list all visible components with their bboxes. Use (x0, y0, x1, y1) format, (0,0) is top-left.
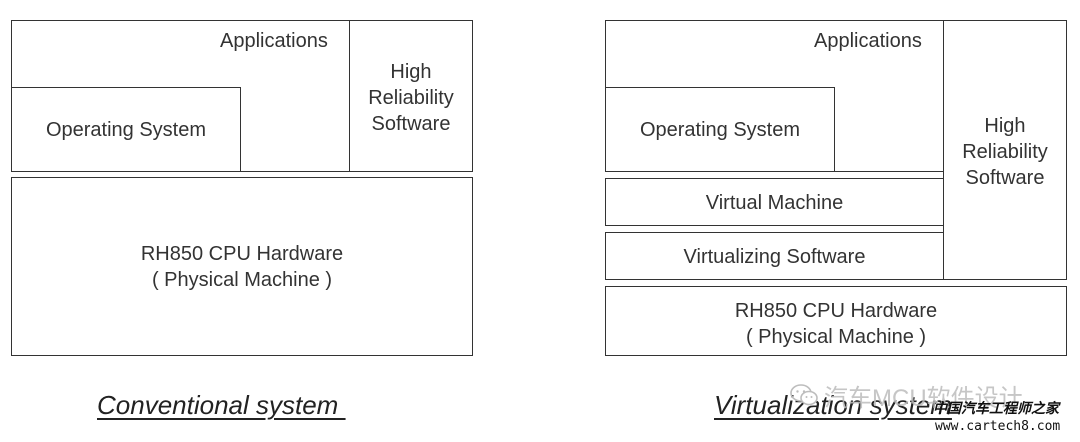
site-url: www.cartech8.com (935, 419, 1061, 434)
conventional-hardware-box (11, 177, 473, 356)
virtualizing-software-label: Virtualizing Software (683, 246, 866, 268)
watermark-text: 汽车MCU软件设计 (824, 385, 1023, 412)
virtual-machine-box (605, 178, 944, 226)
conventional-high-reliability-box (349, 20, 473, 172)
virtualization-high-reliability-label: High Reliability Software (962, 115, 1048, 189)
virtualization-applications-label: Applications (814, 30, 922, 52)
conventional-caption: Conventional system (97, 390, 346, 420)
conventional-operating-system-label: Operating System (45, 119, 207, 141)
conventional-operating-system-box (11, 87, 241, 172)
conventional-applications-label: Applications (220, 30, 328, 52)
virtual-machine-label: Virtual Machine (705, 192, 844, 214)
wechat-icon (790, 384, 818, 406)
virtualization-operating-system-label: Operating System (639, 119, 801, 141)
virtualization-hardware-label: RH850 CPU Hardware ( Physical Machine ) (734, 300, 938, 348)
virtualization-operating-system-box (605, 87, 835, 172)
virtualization-caption: Virtualization system (714, 390, 952, 420)
virtualizing-software-box (605, 232, 944, 280)
virtualization-hardware-box (605, 286, 1067, 356)
virtualization-high-reliability-box (943, 20, 1067, 280)
conventional-hardware-label: RH850 CPU Hardware ( Physical Machine ) (140, 243, 344, 291)
conventional-high-reliability-label: High Reliability Software (368, 61, 454, 135)
site-name: 中国汽车工程师之家 (933, 401, 1059, 417)
